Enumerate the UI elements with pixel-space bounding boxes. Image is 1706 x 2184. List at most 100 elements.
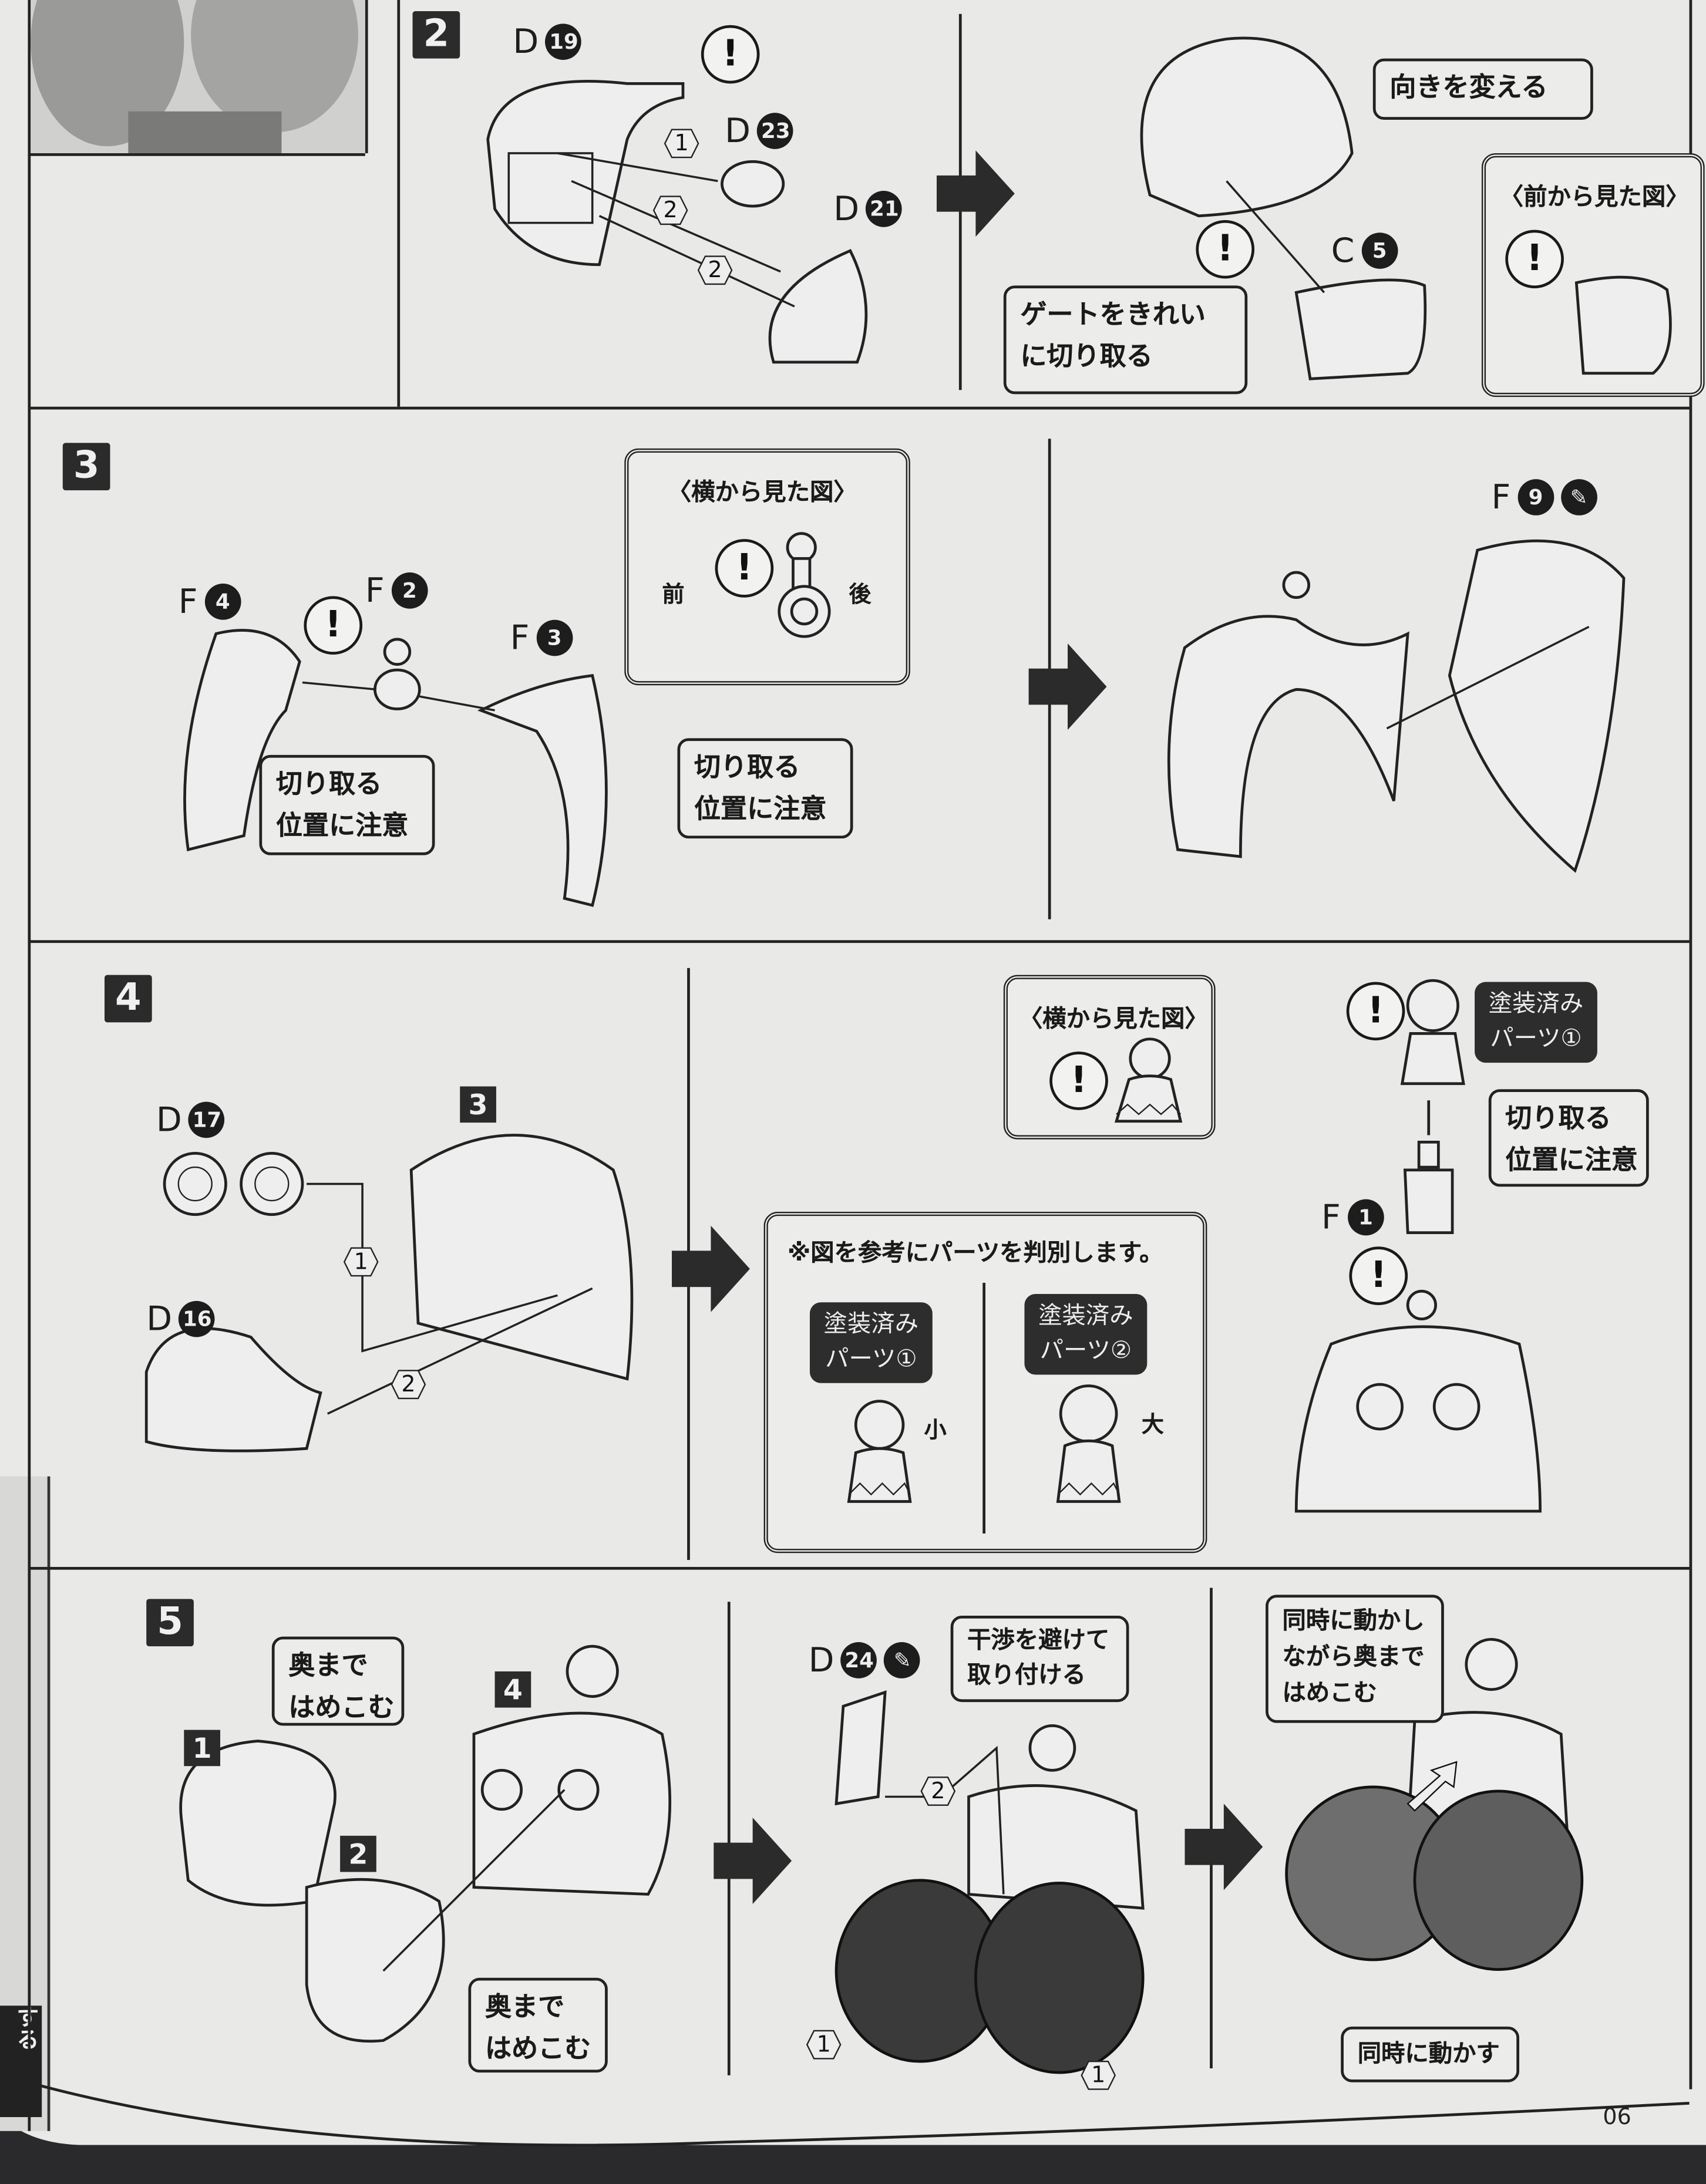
warning-icon: ! <box>304 596 363 655</box>
painted-part-1-badge: 塗装済みパーツ① <box>1475 982 1597 1063</box>
warning-icon: ! <box>1505 230 1564 289</box>
identification-note: ※図を参考にパーツを判別します。 <box>787 1239 1163 1268</box>
order-mark: 2 <box>652 195 689 225</box>
sub-assembly-ref: 3 <box>460 1086 496 1123</box>
callout-line: 切り取る <box>1505 1103 1611 1134</box>
callout-line: 同時に動かし <box>1282 1607 1425 1636</box>
step-number: 5 <box>146 1599 194 1647</box>
callout-line: 切り取る <box>694 752 800 783</box>
badge-line: パーツ① <box>1490 1025 1582 1053</box>
painted-part-side-view <box>1114 1037 1183 1123</box>
divider-step5 <box>28 1566 1690 1570</box>
torso-assembly-drawing <box>144 1134 634 1452</box>
arm-parts-drawing <box>183 629 608 907</box>
warning-icon: ! <box>701 25 760 84</box>
page-number: 06 <box>1603 2103 1631 2130</box>
badge-line: パーツ② <box>1039 1337 1132 1365</box>
divider-step4 <box>28 940 1690 943</box>
torso-with-neck-drawing <box>1294 1289 1542 1513</box>
painted-part-1-drawing <box>847 1400 912 1503</box>
order-mark: 1 <box>1080 2060 1116 2091</box>
side-view-box: 〈横から見た図〉 ! <box>1003 975 1216 1140</box>
callout-line: 切り取る <box>275 769 382 800</box>
side-view-title: 〈横から見た図〉 <box>667 479 857 507</box>
page-frame-right <box>1689 0 1692 2089</box>
page-frame-left <box>28 0 31 2131</box>
callout-simultaneous-insert: 同時に動かしながら奥まではめこむ <box>1266 1595 1444 1723</box>
next-arrow-icon <box>1185 1804 1263 1890</box>
step-number: 3 <box>62 443 110 491</box>
front-view-box: 〈前から見た図〉 ! <box>1481 153 1705 397</box>
next-arrow-icon <box>671 1225 750 1312</box>
callout-line: 位置に注意 <box>694 794 827 825</box>
callout-line: 位置に注意 <box>1505 1145 1638 1176</box>
badge-line: パーツ① <box>825 1345 917 1374</box>
adjacent-page-text: する <box>0 2006 42 2118</box>
step-number: 2 <box>412 11 460 59</box>
next-arrow-icon <box>1028 643 1107 730</box>
order-mark: 1 <box>806 2030 842 2060</box>
order-mark: 2 <box>920 1776 956 1806</box>
reference-photo <box>31 0 365 153</box>
next-arrow-icon <box>714 1817 792 1905</box>
warning-icon: ! <box>1346 982 1405 1041</box>
badge-line: 塗装済み <box>823 1310 919 1339</box>
callout-line: はめこむ <box>288 1692 395 1723</box>
callout-cut-position: 切り取る位置に注意 <box>259 754 435 855</box>
chest-painted-drawing <box>835 1690 1145 2074</box>
painted-part-1-badge: 塗装済みパーツ① <box>809 1302 933 1383</box>
callout-line: ながら奥まで <box>1282 1643 1425 1671</box>
callout-cut-position: 切り取る位置に注意 <box>677 738 853 839</box>
identification-box: ※図を参考にパーツを判別します。 塗装済みパーツ① 塗装済みパーツ② 小 大 <box>763 1211 1207 1553</box>
callout-insert: 奥まではめこむ <box>468 1977 608 2073</box>
warning-icon: ! <box>1049 1051 1108 1110</box>
callout-line: 位置に注意 <box>275 810 409 841</box>
order-mark: 2 <box>697 255 733 285</box>
callout-cut-position: 切り取る位置に注意 <box>1488 1089 1649 1187</box>
side-view-title: 〈横から見た図〉 <box>1018 1005 1209 1034</box>
warning-icon: ! <box>1196 220 1255 279</box>
panel-divider <box>727 1602 730 2075</box>
order-mark: 2 <box>391 1369 427 1400</box>
sub-assembly-ref: 4 <box>494 1671 531 1708</box>
side-view-part <box>778 532 831 638</box>
badge-line: 塗装済み <box>1488 990 1584 1019</box>
callout-turn: 向きを変える <box>1372 58 1593 120</box>
divider-step3 <box>28 406 1690 410</box>
next-arrow-icon <box>936 150 1015 237</box>
panel-divider <box>397 0 399 407</box>
order-mark: 1 <box>343 1246 379 1277</box>
helmet-drawing <box>1140 36 1427 380</box>
sub-assembly-ref: 1 <box>184 1730 220 1767</box>
size-small-label: 小 <box>924 1416 947 1443</box>
step-number: 4 <box>105 975 152 1023</box>
painted-part-2-badge: 塗装済みパーツ② <box>1024 1293 1148 1375</box>
panel-divider <box>28 153 365 156</box>
panel-divider <box>1210 1588 1212 2069</box>
torso-frame-drawing <box>1167 539 1626 873</box>
callout-line: 干渉を避けて <box>967 1626 1110 1655</box>
warning-icon: ! <box>1349 1246 1408 1305</box>
callout-line: 奥まで <box>484 1991 565 2023</box>
callout-line: はめこむ <box>1282 1680 1377 1708</box>
callout-gate: ゲートをきれいに切り取る <box>1003 285 1248 395</box>
size-large-label: 大 <box>1141 1411 1164 1438</box>
warning-icon: ! <box>715 539 774 598</box>
head-parts-drawing <box>486 80 868 364</box>
callout-line: 奥まで <box>288 1650 368 1681</box>
callout-line: 取り付ける <box>967 1661 1086 1690</box>
paint-icon: ✎ <box>884 1642 921 1679</box>
painted-part-drawing <box>1400 979 1465 1234</box>
adjacent-page-edge: する <box>0 1476 51 2131</box>
callout-insert: 奥まではめこむ <box>271 1636 405 1726</box>
badge-line: 塗装済み <box>1038 1302 1133 1330</box>
